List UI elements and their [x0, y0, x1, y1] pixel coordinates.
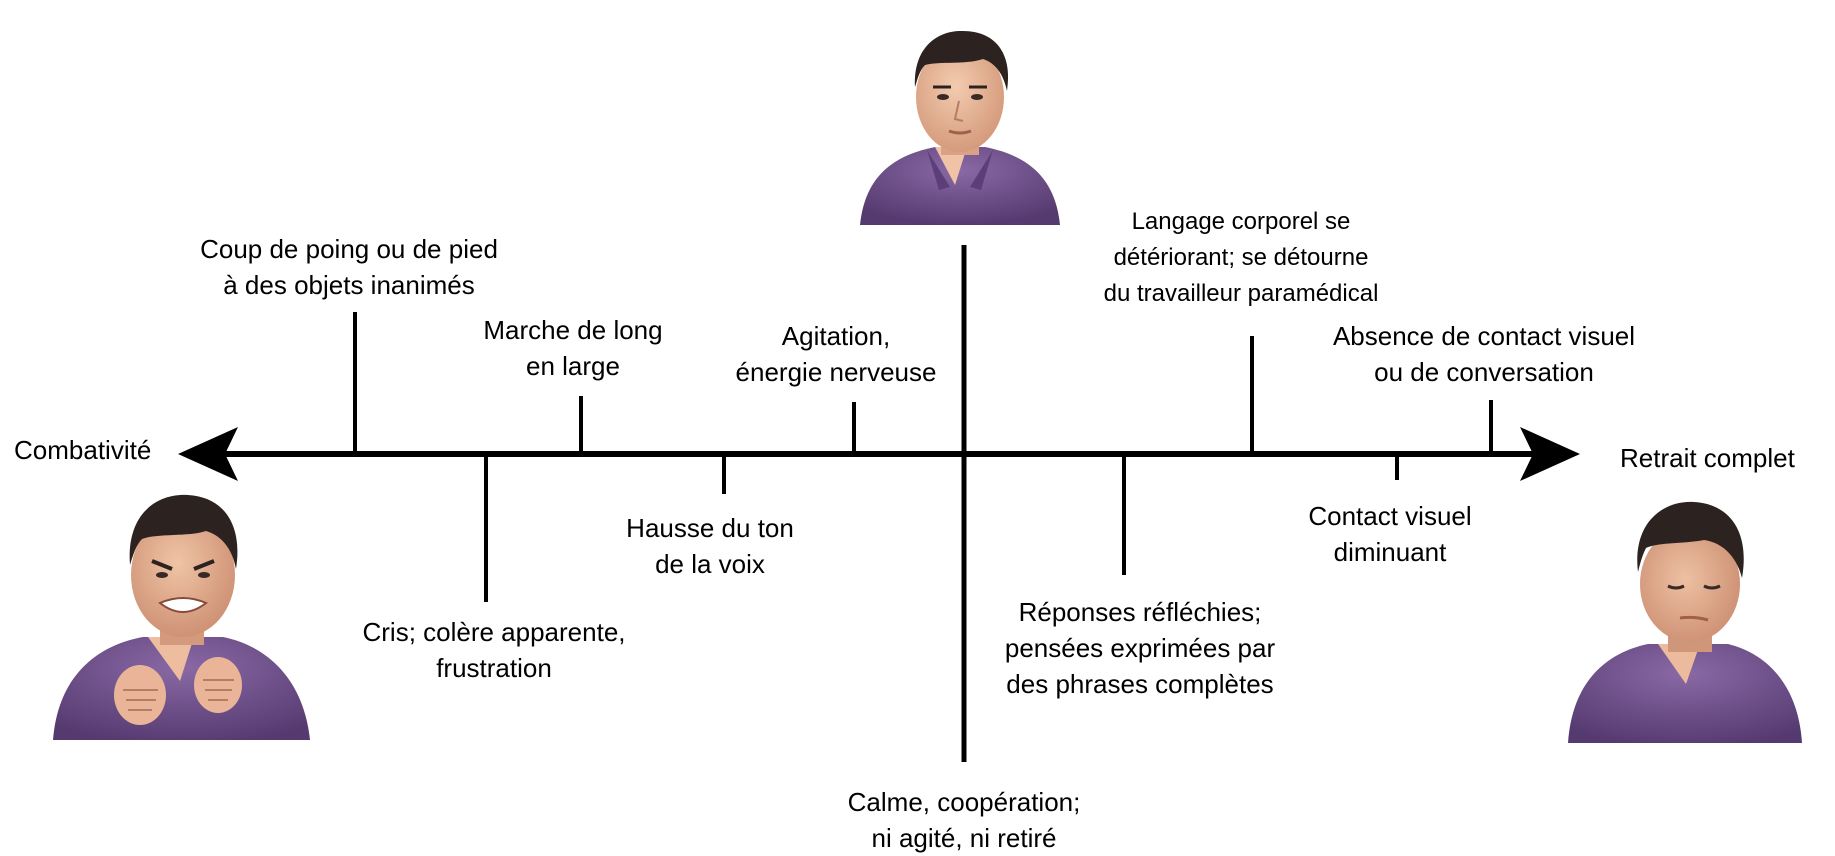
label-coup-poing: Coup de poing ou de pied à des objets in…	[200, 234, 498, 300]
combative-man-portrait	[53, 494, 310, 740]
right-end-label: Retrait complet	[1620, 443, 1795, 473]
label-reponses: Réponses réfléchies; pensées exprimées p…	[1004, 597, 1276, 699]
left-end-label: Combativité	[14, 435, 152, 465]
label-marche: Marche de long en large	[483, 315, 663, 381]
label-hausse: Hausse du ton de la voix	[626, 513, 794, 579]
calm-man-portrait	[860, 30, 1060, 225]
withdrawn-man-portrait	[1568, 501, 1802, 743]
left-arrowhead	[178, 427, 238, 481]
label-cris: Cris; colère apparente, frustration	[362, 617, 626, 683]
label-agitation: Agitation, énergie nerveuse	[735, 321, 937, 387]
label-calme: Calme, coopération; ni agité, ni retiré	[847, 787, 1081, 853]
right-arrowhead	[1520, 427, 1580, 481]
label-contact: Contact visuel diminuant	[1308, 501, 1472, 567]
label-langage: Langage corporel se détériorant; se déto…	[1103, 208, 1379, 307]
label-absence: Absence de contact visuel ou de conversa…	[1332, 321, 1636, 387]
